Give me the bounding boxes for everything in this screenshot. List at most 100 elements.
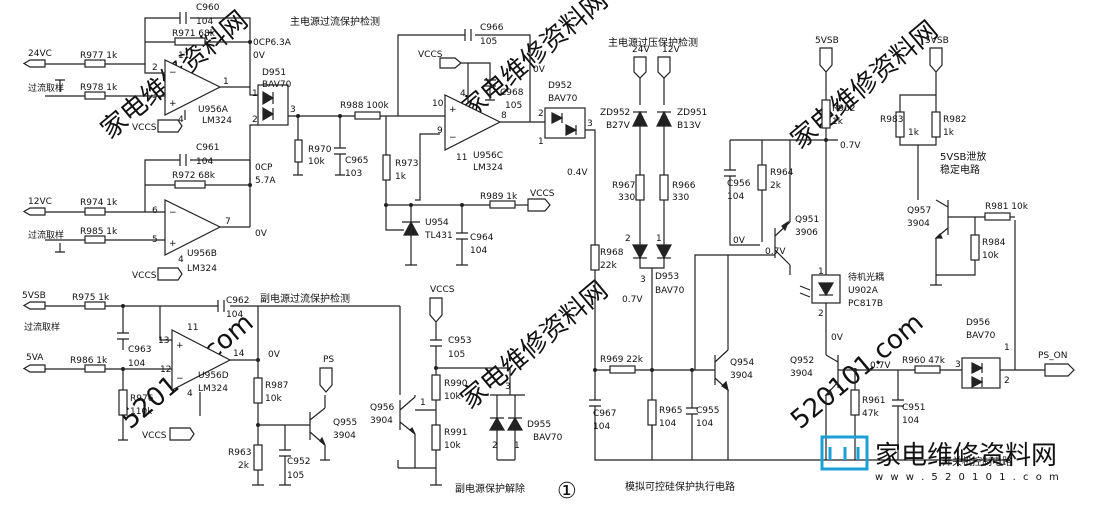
schematic-label: 104 [196, 17, 213, 27]
schematic-label: 0V [533, 65, 546, 75]
schematic-label: C964 [470, 233, 494, 243]
schematic-label: 3904 [790, 369, 813, 379]
schematic-label: 5VA [26, 353, 44, 363]
schematic-label: R961 [862, 396, 885, 406]
schematic-label: Q956 [370, 403, 395, 413]
schematic-label: Q954 [730, 358, 755, 368]
schematic-label: VCCS [530, 189, 555, 199]
schematic-label: R989 1k [480, 192, 518, 202]
schematic-label: 6 [152, 206, 158, 216]
schematic-label: C951 [902, 403, 925, 413]
schematic-label: 14 [233, 349, 245, 359]
d952-diode: D952 BAV70 2 1 3 0.4V [538, 81, 596, 245]
schematic-label: 104 [902, 416, 919, 426]
vsb-bleed-block: 5VSB R983 1k R982 1k Q957 3904 R981 10k … [880, 36, 1029, 286]
schematic-label: U956B [187, 249, 217, 259]
schematic-label: 12 [160, 365, 171, 375]
u956d-block: +− U956D LM324 13 12 11 4 14 5VSB 过流取样 R… [22, 291, 400, 486]
schematic-label: 330 [672, 193, 689, 203]
schematic-label: 7 [225, 217, 231, 227]
svg-text:+: + [449, 105, 457, 115]
schematic-label: 104 [196, 157, 213, 167]
svg-text:+: + [169, 99, 177, 109]
schematic-label: 104 [128, 359, 145, 369]
d951-diode: D951 BAV70 1 2 3 [252, 68, 345, 126]
schematic-label: B27V [606, 121, 631, 131]
schematic-label: 3 [290, 105, 296, 115]
svg-text:−: − [176, 374, 184, 384]
schematic-label: 13 [158, 336, 169, 346]
schematic-label: 1k [832, 117, 844, 127]
schematic-label: R968 [600, 248, 624, 258]
schematic-label: 110k [130, 407, 153, 417]
schematic-label: 2 [538, 109, 544, 119]
schematic-label: 9 [437, 126, 443, 136]
schematic-label: 2 [1004, 376, 1010, 386]
schematic-label: 12V [662, 45, 680, 55]
schematic-label: 47k [862, 409, 879, 419]
schematic-label: 1 [514, 441, 520, 451]
schematic-label: 104 [226, 310, 243, 320]
u956c-block: +− U956C LM324 10 9 8 11 4 C966 105 0V V… [382, 23, 555, 266]
schematic-label: R990 [444, 379, 468, 389]
schematic-label: 1k [395, 172, 407, 182]
schematic-label: R976 [130, 394, 154, 404]
schematic-label: R975 1k [72, 293, 110, 303]
schematic-label: U954 [425, 218, 449, 228]
schematic-label: 3 [640, 275, 646, 285]
schematic-label: 1k [943, 128, 955, 138]
schematic-label: 1 [538, 137, 544, 147]
schematic-label: 3 [587, 119, 593, 129]
opamp-u956b [164, 199, 222, 256]
schematic-label: 0.7V [622, 295, 643, 305]
schematic-label: 104 [470, 246, 487, 256]
title-main-ocp: 主电源过流保护检测 [290, 15, 380, 28]
schematic-label: 0.7V [840, 141, 861, 151]
schematic-label: R986 1k [70, 356, 108, 366]
schematic-label: 2 [492, 441, 498, 451]
schematic-label: 10 [432, 99, 444, 109]
schematic-label: R983 [880, 115, 903, 125]
schematic-label: 过流取样 [28, 229, 64, 241]
opamp-u956c [444, 94, 502, 151]
schematic-label: 2k [238, 461, 250, 471]
schematic-label: C955 [696, 406, 719, 416]
schematic-label: 0V [253, 51, 266, 61]
schematic-label: VCCS [418, 50, 443, 60]
watermark-text: 家电维修资料网 [785, 15, 944, 155]
schematic-label: Q951 [795, 215, 819, 225]
u956b-block: −+ U956B LM324 6 5 7 4 12VC 过流取样 R974 1k… [22, 124, 276, 281]
schematic-label: PS [323, 355, 334, 365]
schematic-label: 2 [818, 309, 824, 319]
opto-block: 5VSB R962 1k 0.7V 1 2 待机光耦 U902A PC817B … [799, 36, 884, 355]
schematic-label: R987 [265, 381, 288, 391]
schematic-label: R977 1k [80, 51, 118, 61]
sub-release-block: VCCS C953 105 R990 10k R991 10k Q956 390… [370, 285, 563, 486]
schematic-label: R972 68k [172, 171, 216, 181]
schematic-label: R984 [982, 238, 1006, 248]
schematic-label: 3904 [333, 431, 356, 441]
schematic-label: LM324 [187, 264, 217, 274]
schematic-label: 24V [632, 45, 650, 55]
schematic-label: 2k [770, 181, 782, 191]
schematic-label: C965 [345, 156, 368, 166]
schematic-label: 330 [618, 193, 635, 203]
schematic-label: C967 [593, 409, 616, 419]
schematic-label: R970 [308, 145, 332, 155]
title-scr-exec: 模拟可控硅保护执行电路 [625, 480, 735, 493]
schematic-label: C960 [196, 3, 220, 13]
schematic-label: BAV70 [655, 286, 685, 296]
schematic-label: B13V [677, 121, 702, 131]
schematic-label: D956 [966, 318, 990, 328]
schematic-label: BAV70 [966, 331, 996, 341]
schematic-label: C956 [727, 179, 751, 189]
schematic-label: R967 [612, 181, 635, 191]
schematic-label: R981 10k [985, 202, 1029, 212]
schematic-label: 待机光耦 [848, 271, 884, 283]
schematic-label: C966 [480, 23, 504, 33]
title-vsb-bleed-2: 稳定电路 [940, 163, 980, 176]
schematic-label: R962 [832, 104, 855, 114]
schematic-label: 4 [178, 255, 184, 265]
schematic-label: R973 [395, 159, 418, 169]
opamp-u956a [164, 59, 222, 116]
